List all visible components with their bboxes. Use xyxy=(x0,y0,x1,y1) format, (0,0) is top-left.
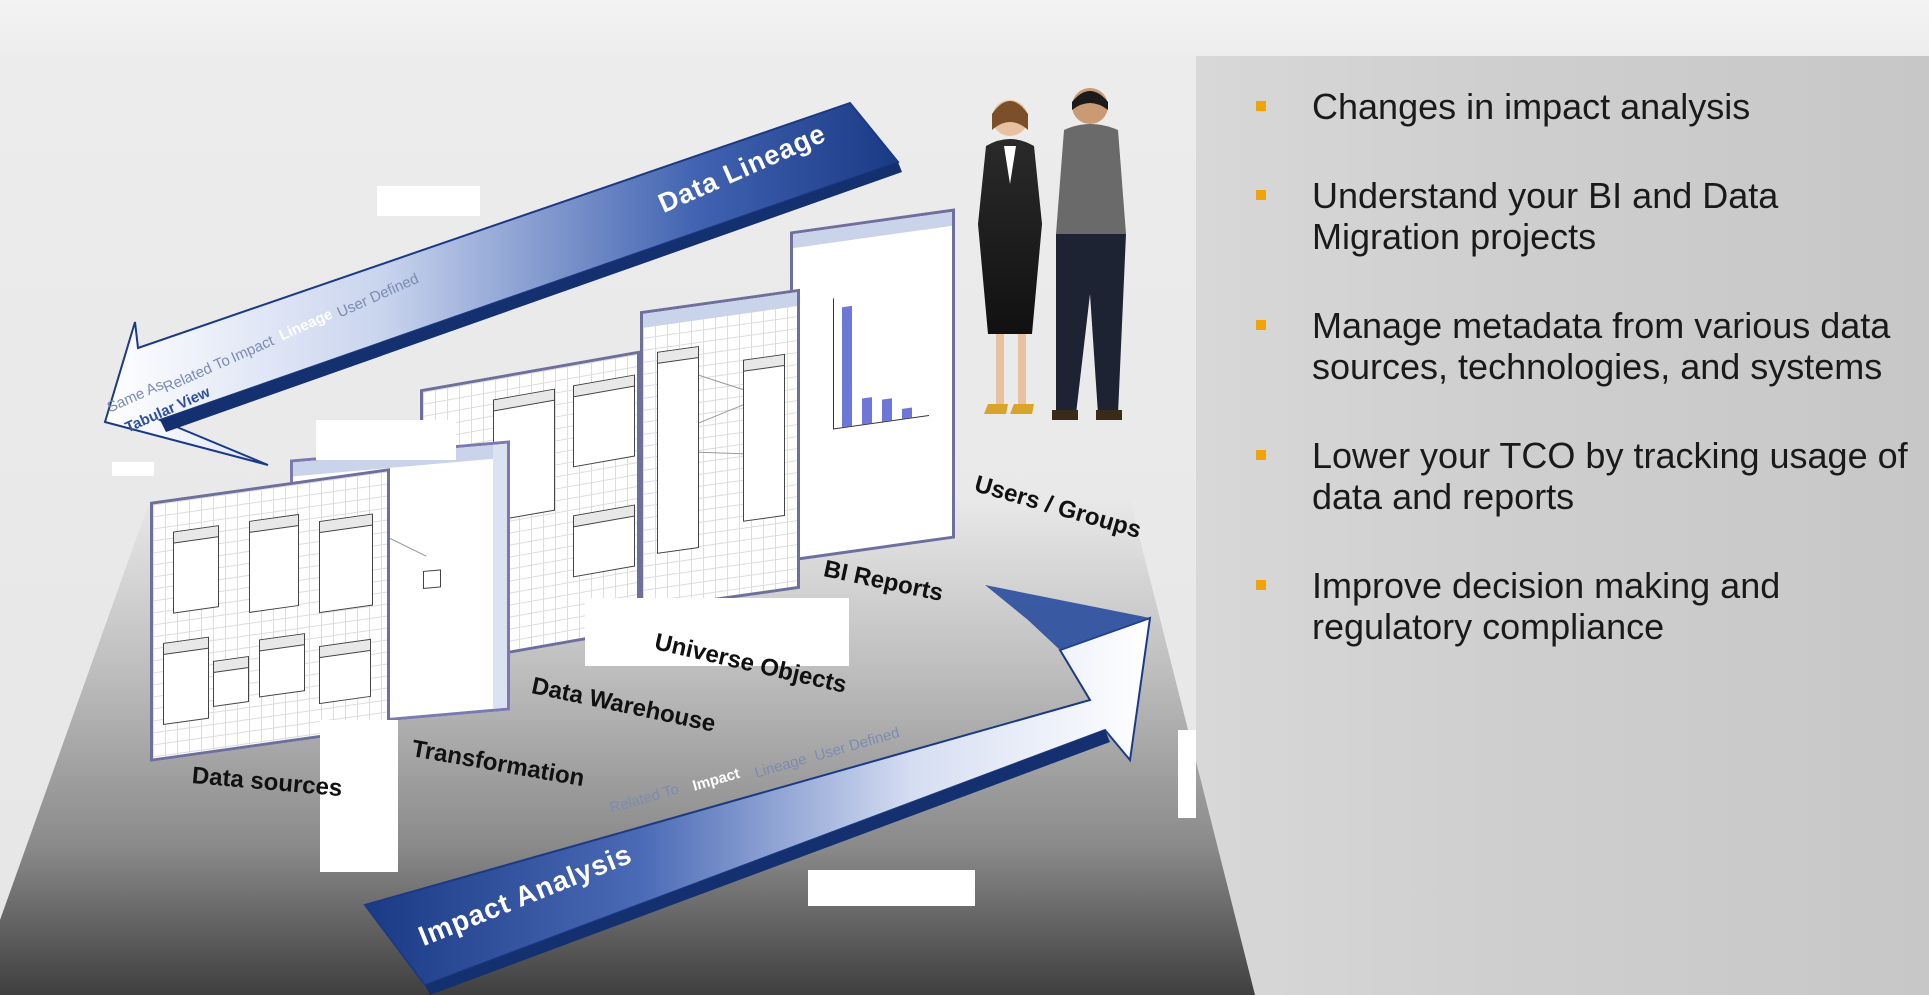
white-block xyxy=(316,420,456,460)
white-block xyxy=(1178,730,1196,818)
list-item: Changes in impact analysis xyxy=(1250,86,1910,127)
data-lineage-arrow-shape xyxy=(103,101,900,466)
white-block xyxy=(320,720,398,872)
white-block xyxy=(377,186,480,216)
top-band xyxy=(0,0,1929,56)
list-item: Understand your BI and Data Migration pr… xyxy=(1250,175,1910,257)
universe-objects-screenshot xyxy=(640,288,800,612)
white-block xyxy=(585,598,849,666)
square-bullet-icon xyxy=(1256,101,1266,111)
white-block xyxy=(808,870,975,906)
square-bullet-icon xyxy=(1256,450,1266,460)
square-bullet-icon xyxy=(1256,580,1266,590)
list-item: Improve decision making and regulatory c… xyxy=(1250,565,1910,647)
list-item: Manage metadata from various data source… xyxy=(1250,305,1910,387)
impact-analysis-arrow-shape xyxy=(363,616,1152,987)
bullet-panel-background xyxy=(1196,56,1929,995)
bi-reports-screenshot xyxy=(790,208,955,562)
data-sources-screenshot xyxy=(150,468,390,762)
people-icon xyxy=(978,88,1126,420)
square-bullet-icon xyxy=(1256,190,1266,200)
white-block xyxy=(112,462,154,476)
square-bullet-icon xyxy=(1256,320,1266,330)
list-item: Lower your TCO by tracking usage of data… xyxy=(1250,435,1910,517)
benefits-list: Changes in impact analysis Understand yo… xyxy=(1250,86,1910,695)
